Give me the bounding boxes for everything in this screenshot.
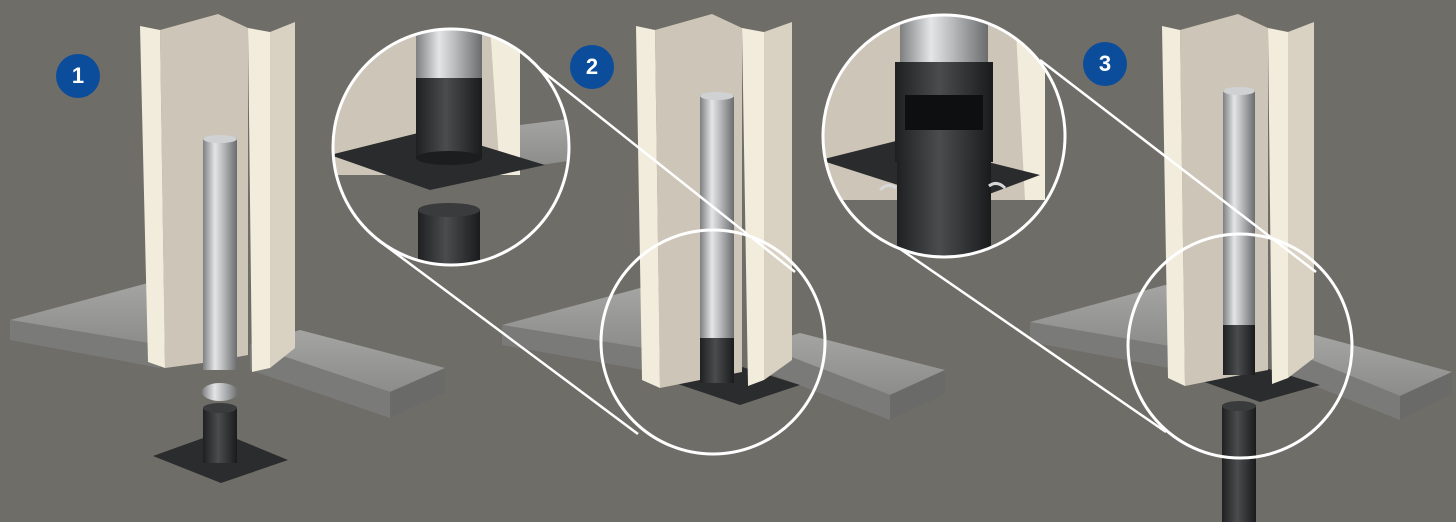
step-1-illustration bbox=[10, 14, 445, 483]
floor-slab-right-edge bbox=[250, 345, 390, 418]
detail-circle-large bbox=[821, 13, 1067, 259]
detail-connector-line bbox=[1039, 59, 1317, 273]
detail-circle-small bbox=[599, 228, 827, 456]
flue-pipe bbox=[1223, 90, 1255, 330]
floor-slab-right bbox=[760, 333, 945, 395]
step-badge-3: 3 bbox=[1083, 42, 1127, 86]
wall-left-face bbox=[636, 26, 660, 388]
detail-connector-line bbox=[535, 65, 796, 273]
detail-connector-line bbox=[377, 238, 639, 436]
wall-right-face bbox=[248, 28, 270, 372]
base-collar bbox=[1223, 325, 1255, 375]
floor-slab-right bbox=[250, 330, 445, 392]
step-number: 1 bbox=[71, 63, 85, 88]
zoom-detail-step-3 bbox=[823, 15, 1065, 257]
base-collar bbox=[700, 338, 734, 383]
step-2-illustration bbox=[377, 14, 945, 456]
step-number: 2 bbox=[585, 54, 599, 79]
base-collar bbox=[416, 78, 482, 158]
wall-right-face bbox=[1268, 28, 1288, 384]
wall-left-face bbox=[1162, 26, 1185, 386]
lower-pipe-section bbox=[418, 210, 480, 265]
floor-slab-right bbox=[1275, 335, 1452, 396]
flue-pipe bbox=[203, 138, 237, 370]
detail-circle-large bbox=[331, 27, 571, 267]
zoom-detail-step-2 bbox=[333, 29, 569, 265]
base-collar bbox=[203, 408, 237, 463]
lower-pipe-section bbox=[1222, 405, 1256, 522]
detail-connector-line bbox=[892, 242, 1167, 434]
floor-slab-left-edge bbox=[10, 320, 160, 368]
step-badge-2: 2 bbox=[570, 45, 614, 89]
step-badge-1: 1 bbox=[56, 54, 100, 98]
step-3-illustration bbox=[892, 14, 1452, 522]
step-number: 3 bbox=[1098, 51, 1112, 76]
detail-circle-small bbox=[1126, 232, 1354, 460]
wall-right-face bbox=[742, 28, 764, 386]
lower-pipe-section bbox=[897, 160, 991, 257]
adapter-ring bbox=[202, 383, 238, 401]
wall-left-face bbox=[140, 26, 165, 368]
